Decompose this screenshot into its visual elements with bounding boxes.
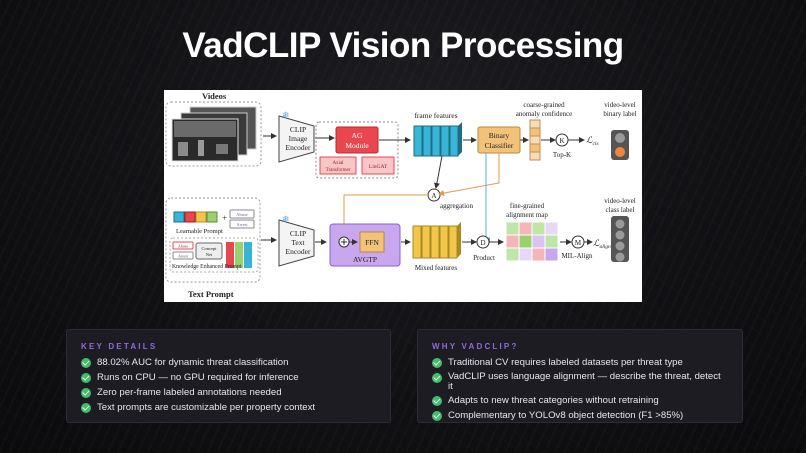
ffn-box bbox=[359, 231, 385, 253]
learnable-tag-arrest: Arrest bbox=[236, 222, 248, 227]
axial-transformer-label-2: Transformer bbox=[326, 168, 351, 173]
ag-module-box bbox=[335, 126, 379, 154]
aggregation-label: aggregation bbox=[440, 202, 474, 210]
axial-transformer-box bbox=[319, 156, 357, 175]
why-vadclip-text: Adapts to new threat categories without … bbox=[448, 395, 659, 406]
clip-image-encoder-label-2: Image bbox=[289, 134, 308, 143]
binary-classifier-label-1: Binary bbox=[489, 131, 510, 140]
mixed-features-label: Mixed features bbox=[415, 264, 457, 272]
binary-classifier-label-2: Classifier bbox=[485, 141, 514, 150]
topk-label: Top-K bbox=[553, 151, 571, 159]
knowledge-prompt-blocks bbox=[172, 241, 252, 268]
why-vadclip-panel: WHY VADCLIP? Traditional CV requires lab… bbox=[417, 329, 743, 423]
clip-image-encoder-label-3: Encoder bbox=[286, 143, 311, 152]
product-label: Product bbox=[473, 254, 495, 262]
binary-label-label-1: video-level bbox=[604, 101, 636, 109]
key-detail-item: Text prompts are customizable per proper… bbox=[81, 402, 376, 413]
diagram-svg: Videos ❄ CLIP Image Encoder AG Module Ax… bbox=[165, 91, 637, 299]
ag-module-label-2: Module bbox=[345, 141, 369, 150]
learnable-prompt-label: Learnable Prompt bbox=[176, 228, 223, 235]
video-frames bbox=[171, 106, 257, 162]
clip-image-encoder-label-1: CLIP bbox=[290, 125, 306, 134]
slide-title: VadCLIP Vision Processing bbox=[182, 26, 624, 65]
key-detail-text: Runs on CPU — no GPU required for infere… bbox=[97, 372, 299, 383]
why-vadclip-item: Traditional CV requires labeled datasets… bbox=[432, 357, 728, 368]
key-detail-item: Runs on CPU — no GPU required for infere… bbox=[81, 372, 376, 383]
check-circle-icon bbox=[432, 357, 442, 368]
knowledge-tag-arrest: Arrest bbox=[178, 254, 189, 259]
learnable-prompt-blocks: + bbox=[173, 209, 255, 229]
clip-text-encoder-label-2: Text bbox=[291, 238, 305, 247]
mixed-features-stack bbox=[412, 222, 461, 259]
mil-align-label: MIL-Align bbox=[561, 252, 593, 260]
loss-align: ℒalign bbox=[593, 238, 611, 250]
key-detail-item: Zero per-frame labeled annotations neede… bbox=[81, 387, 376, 398]
why-vadclip-item: Adapts to new threat categories without … bbox=[432, 395, 728, 406]
key-detail-text: Zero per-frame labeled annotations neede… bbox=[97, 387, 282, 398]
ffn-label: FFN bbox=[365, 238, 379, 247]
videos-group-box bbox=[165, 101, 262, 167]
why-vadclip-item: Complementary to YOLOv8 object detection… bbox=[432, 410, 728, 421]
check-circle-icon bbox=[81, 357, 91, 368]
check-circle-icon bbox=[432, 395, 442, 406]
class-label-label-1: video-level bbox=[604, 197, 636, 205]
alignment-map-grid bbox=[505, 221, 559, 262]
key-detail-text: Text prompts are customizable per proper… bbox=[97, 402, 316, 413]
text-prompt-label: Text Prompt bbox=[188, 289, 234, 299]
videos-label: Videos bbox=[202, 91, 227, 101]
snowflake-icon: ❄ bbox=[282, 110, 290, 120]
knowledge-tag-abuse: Abuse bbox=[178, 244, 188, 249]
check-circle-icon bbox=[81, 402, 91, 413]
svg-text:+: + bbox=[222, 213, 227, 223]
topk-symbol: K bbox=[559, 137, 564, 145]
axial-transformer-label-1: Axial bbox=[332, 161, 344, 166]
why-vadclip-text: Complementary to YOLOv8 object detection… bbox=[448, 410, 684, 421]
key-detail-text: 88.02% AUC for dynamic threat classifica… bbox=[97, 357, 289, 368]
coarse-grained-label-1: coarse-grained bbox=[523, 101, 565, 109]
coarse-confidence-bar bbox=[529, 119, 541, 161]
fine-grained-label-2: alignment map bbox=[506, 211, 548, 219]
why-vadclip-item: VadCLIP uses language alignment — descri… bbox=[432, 372, 728, 392]
lingat-box bbox=[361, 156, 395, 175]
binary-label-label-2: binary label bbox=[603, 110, 636, 118]
frame-features-stack bbox=[413, 122, 462, 157]
vadclip-architecture-diagram: Videos ❄ CLIP Image Encoder AG Module Ax… bbox=[164, 90, 642, 302]
clip-text-encoder-label-1: CLIP bbox=[290, 229, 306, 238]
class-label-label-2: class label bbox=[606, 206, 635, 214]
ag-module-label-1: AG bbox=[352, 131, 363, 140]
ag-module-group bbox=[315, 121, 399, 179]
why-vadclip-text: VadCLIP uses language alignment — descri… bbox=[448, 371, 721, 392]
clip-image-encoder bbox=[278, 115, 315, 163]
mil-symbol: M bbox=[575, 239, 582, 247]
product-symbol: D bbox=[480, 239, 485, 247]
knowledge-prompt-box bbox=[169, 237, 259, 273]
key-details-heading: KEY DETAILS bbox=[81, 342, 158, 351]
key-detail-item: 88.02% AUC for dynamic threat classifica… bbox=[81, 357, 376, 368]
aggregation-symbol: A bbox=[431, 192, 436, 200]
concept-net-label-2: Net bbox=[206, 252, 213, 257]
why-vadclip-text: Traditional CV requires labeled datasets… bbox=[448, 357, 683, 368]
binary-label-indicator bbox=[611, 130, 629, 160]
knowledge-prompt-label: Knowledge Enhanced Prompt bbox=[172, 264, 242, 270]
key-details-panel: KEY DETAILS 88.02% AUC for dynamic threa… bbox=[66, 329, 391, 423]
coarse-grained-label-2: anomaly confidence bbox=[516, 110, 573, 118]
learnable-tag-abuse: Abuse bbox=[236, 212, 248, 217]
why-vadclip-heading: WHY VADCLIP? bbox=[432, 342, 519, 351]
fine-grained-label-1: fine-grained bbox=[510, 202, 545, 210]
lingat-label: LinGAT bbox=[369, 164, 388, 170]
check-circle-icon bbox=[432, 372, 442, 383]
text-prompt-group-box bbox=[165, 197, 261, 283]
snowflake-icon: ❄ bbox=[282, 214, 290, 224]
class-label-indicator bbox=[611, 216, 629, 262]
frame-features-label: frame features bbox=[414, 111, 457, 120]
loss-cls: ℒcls bbox=[586, 135, 599, 147]
clip-text-encoder-label-3: Encoder bbox=[286, 247, 311, 256]
avgtp-label: AVGTP bbox=[353, 255, 377, 264]
check-circle-icon bbox=[432, 410, 442, 421]
check-circle-icon bbox=[81, 372, 91, 383]
concept-net-label-1: Concept bbox=[202, 246, 218, 251]
check-circle-icon bbox=[81, 387, 91, 398]
clip-text-encoder bbox=[278, 219, 315, 267]
